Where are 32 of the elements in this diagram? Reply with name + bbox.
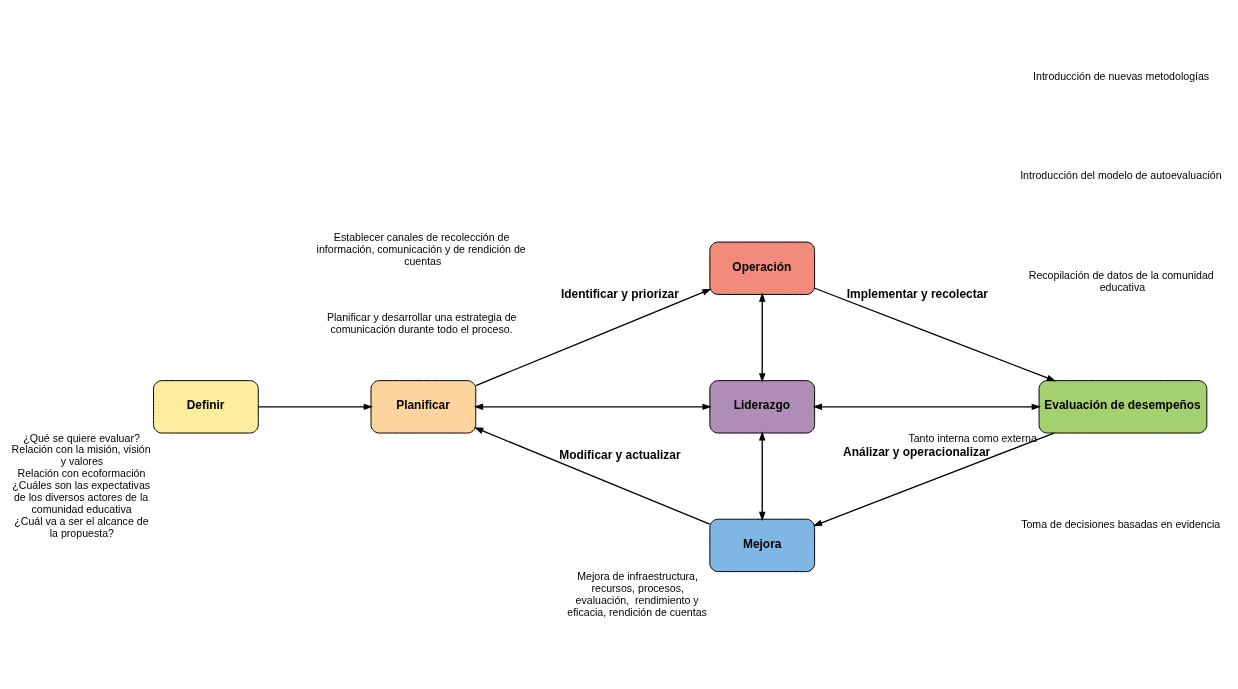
arrow — [814, 287, 1056, 381]
label: Planificar y desarrollar una estrategia de comunicación durante todo el proceso. — [326, 310, 517, 335]
label: Recopilación de datos de la comunidad educativa — [1028, 268, 1214, 293]
arrow — [475, 288, 712, 386]
arrow — [758, 430, 766, 521]
node-label: Mejora de infraestructura, recursos, procesos, evaluación, rendimiento y eficacia, rendición de cuentas — [567, 569, 707, 618]
arrow — [474, 426, 711, 525]
node-label: Tanto interna como externa — [908, 431, 1037, 444]
arrow — [473, 403, 712, 410]
arrow — [812, 431, 1055, 526]
node-box: Liderazgo — [709, 379, 816, 433]
node-box: Evaluación de desempeños — [1038, 379, 1208, 433]
label: Toma de decisiones basadas en evidencia — [1021, 517, 1221, 530]
node-label: Relación con la misión, visión y valores — [11, 442, 151, 467]
node-box: Definir — [153, 379, 259, 433]
node-label: ¿Cuáles son las expectativas de los diversos actores de la comunidad educativa — [12, 478, 151, 515]
node-box: Planificar — [370, 379, 477, 433]
node-box: Mejora — [709, 518, 816, 572]
node-box: Operación — [709, 241, 816, 295]
label: Introducción de nuevas metodologías — [1033, 69, 1210, 82]
label: Introducción del modelo de autoevaluación — [1020, 168, 1222, 181]
edge-label: Implementar y recolectar — [846, 286, 988, 301]
arrow — [758, 292, 766, 383]
arrow — [812, 403, 1041, 410]
node-label: Relación con ecoformación — [17, 466, 146, 479]
node-label: ¿Qué se quiere evaluar? — [23, 431, 140, 444]
arrow — [257, 403, 373, 410]
label: Establecer canales de recolección de información, comunicación y de rendición de cuentas — [316, 230, 526, 267]
edge-label: Análizar y operacionalizar — [843, 444, 991, 458]
edge-label: Modificar y actualizar — [559, 447, 681, 462]
edge-label: Identificar y priorizar — [560, 286, 679, 301]
node-label: ¿Cuál va a ser el alcance de la propuesta? — [14, 514, 149, 539]
